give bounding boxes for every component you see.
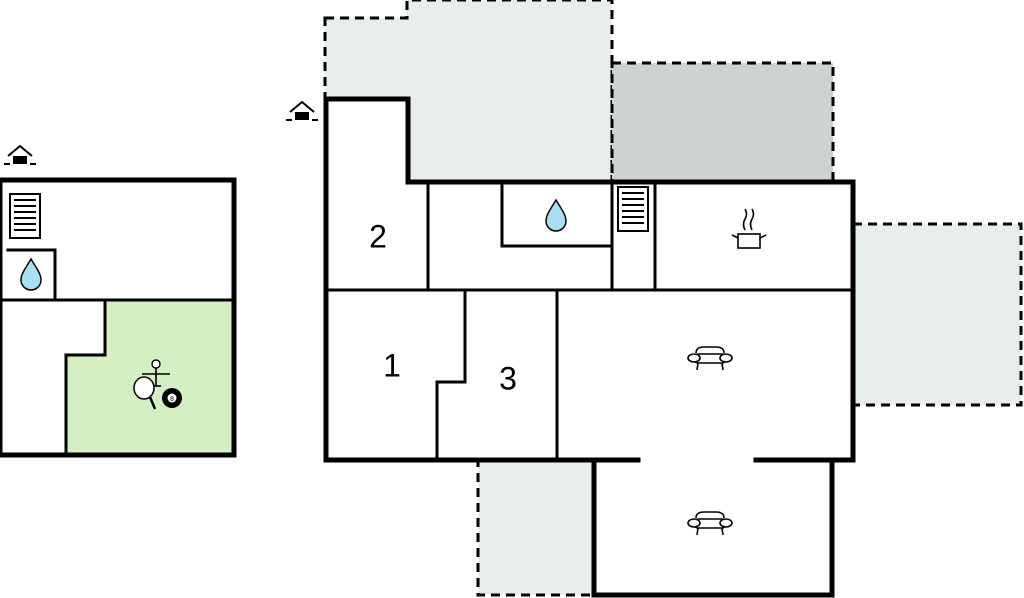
room-number-3: 3 (499, 360, 517, 396)
annex-building: 8 (0, 145, 237, 458)
table-tennis-icon (133, 376, 157, 410)
sofa-icon (687, 346, 733, 371)
room-number-2: 2 (369, 218, 387, 254)
terrace-covered (610, 61, 835, 184)
hobby-room (66, 300, 234, 455)
main-house: 2 1 3 (285, 96, 856, 598)
entrance-icon (285, 101, 319, 121)
bathroom-water-drop-icon (20, 258, 42, 291)
stairs-icon (9, 193, 41, 239)
room-number-1: 1 (383, 347, 401, 383)
table-football-icon (142, 359, 170, 387)
billiards-8-ball-icon: 8 (162, 388, 182, 408)
annex-outline (0, 177, 237, 458)
terrace-north (323, 0, 614, 184)
terrace-south (476, 458, 596, 597)
sofa-icon (687, 511, 733, 536)
svg-text:8: 8 (170, 396, 174, 403)
bathroom-water-drop-icon (545, 199, 567, 232)
entrance-icon (3, 145, 37, 165)
terrace-east (851, 222, 1023, 407)
kitchen-pot-icon (731, 208, 767, 249)
stairs-icon (617, 186, 649, 232)
main-house-outline (323, 96, 856, 463)
